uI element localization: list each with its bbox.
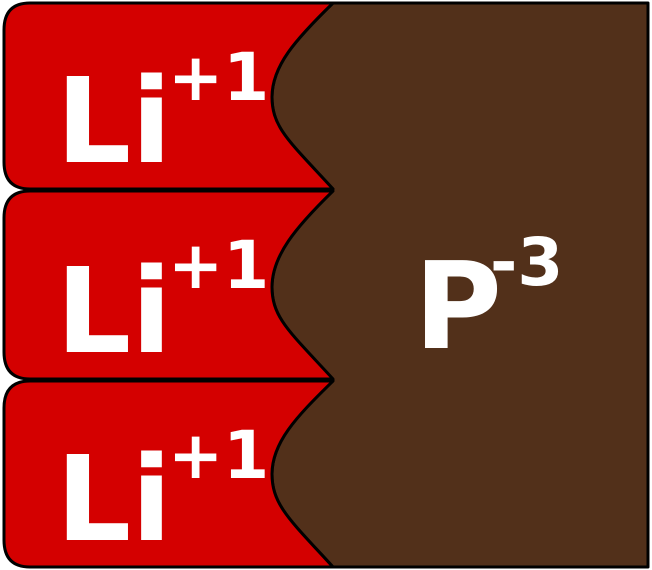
anion-charge: -3 xyxy=(490,224,563,301)
cation-charge: +1 xyxy=(168,417,269,494)
cation-block xyxy=(2,379,335,569)
cation-symbol: Li xyxy=(56,242,172,380)
anion-symbol: P xyxy=(414,238,502,377)
cation-block xyxy=(2,1,335,191)
cation-lithium-3: Li +1 xyxy=(2,379,335,569)
cation-symbol: Li xyxy=(56,430,172,568)
cation-block xyxy=(2,189,335,381)
cation-lithium-2: Li +1 xyxy=(2,189,335,381)
cation-symbol: Li xyxy=(56,52,172,190)
cation-charge: +1 xyxy=(168,227,269,304)
cation-charge: +1 xyxy=(168,39,269,116)
cation-lithium-1: Li +1 xyxy=(2,1,335,191)
